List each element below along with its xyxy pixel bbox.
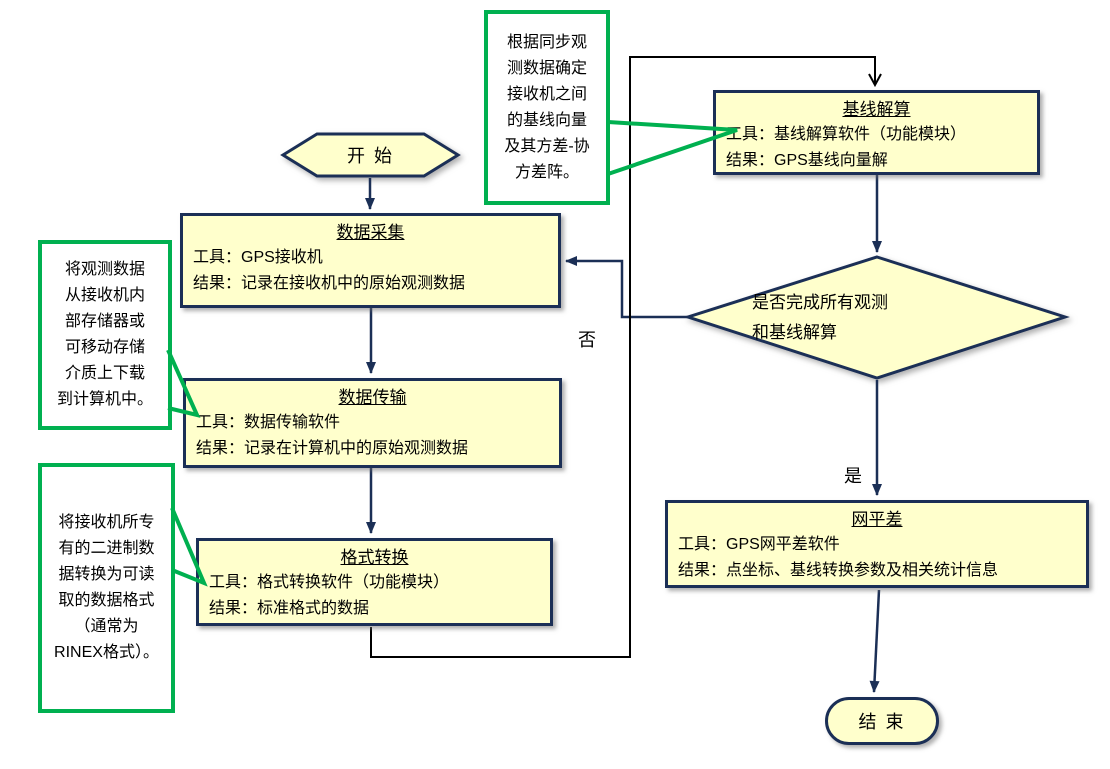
- transfer-result: 结果：记录在计算机中的原始观测数据: [196, 440, 469, 457]
- baseline-tool: 工具：基线解算软件（功能模块）: [726, 126, 967, 143]
- transfer-callout: 将观测数据 从接收机内 部存储器或 可移动存储 介质上下载 到计算机中。: [38, 240, 172, 430]
- transfer-node: 数据传输 工具：数据传输软件 结果：记录在计算机中的原始观测数据: [183, 378, 562, 468]
- baseline-result: 结果：GPS基线向量解: [726, 152, 888, 169]
- edge-adjustment-to-end: [869, 589, 881, 693]
- transfer-tool: 工具：数据传输软件: [196, 414, 341, 431]
- convert-callout-text: 将接收机所专 有的二进制数 据转换为可读 取的数据格式 （通常为 RINEX格式…: [54, 514, 159, 661]
- convert-tool: 工具：格式转换软件（功能模块）: [209, 574, 450, 591]
- adjustment-title: 网平差: [851, 510, 903, 529]
- decision-node: [683, 255, 1070, 380]
- end-node: [825, 697, 939, 745]
- adjustment-tool: 工具：GPS网平差软件: [678, 536, 840, 553]
- decision-label: 是否完成所有观测 和基线解算: [752, 293, 888, 342]
- collect-result: 结果：记录在接收机中的原始观测数据: [193, 275, 466, 292]
- start-node: [280, 132, 461, 178]
- edge-label-no: 否: [578, 330, 596, 350]
- adjustment-result: 结果：点坐标、基线转换参数及相关统计信息: [678, 562, 999, 579]
- transfer-title: 数据传输: [338, 388, 407, 407]
- baseline-node: 基线解算 工具：基线解算软件（功能模块） 结果：GPS基线向量解: [713, 90, 1040, 175]
- convert-title: 格式转换: [340, 548, 409, 567]
- baseline-callout-text: 根据同步观 测数据确定 接收机之间 的基线向量 及其方差-协 方差阵。: [504, 33, 590, 181]
- collect-node: 数据采集 工具：GPS接收机 结果：记录在接收机中的原始观测数据: [180, 213, 561, 308]
- adjustment-node: 网平差 工具：GPS网平差软件 结果：点坐标、基线转换参数及相关统计信息: [665, 500, 1089, 588]
- edge-label-yes: 是: [844, 466, 862, 486]
- edge-convert-to-baseline: [370, 56, 882, 658]
- baseline-title: 基线解算: [842, 100, 911, 119]
- start-label: 开 始: [346, 146, 394, 166]
- collect-title: 数据采集: [336, 223, 405, 242]
- edge-decision-no-to-collect: [565, 256, 688, 319]
- convert-callout: 将接收机所专 有的二进制数 据转换为可读 取的数据格式 （通常为 RINEX格式…: [38, 463, 175, 713]
- end-label: 结 束: [858, 712, 906, 732]
- transfer-callout-text: 将观测数据 从接收机内 部存储器或 可移动存储 介质上下载 到计算机中。: [56, 261, 153, 408]
- convert-result: 结果：标准格式的数据: [209, 600, 370, 617]
- baseline-callout: 根据同步观 测数据确定 接收机之间 的基线向量 及其方差-协 方差阵。: [484, 10, 610, 205]
- collect-tool: 工具：GPS接收机: [193, 249, 323, 266]
- convert-node: 格式转换 工具：格式转换软件（功能模块） 结果：标准格式的数据: [196, 538, 553, 626]
